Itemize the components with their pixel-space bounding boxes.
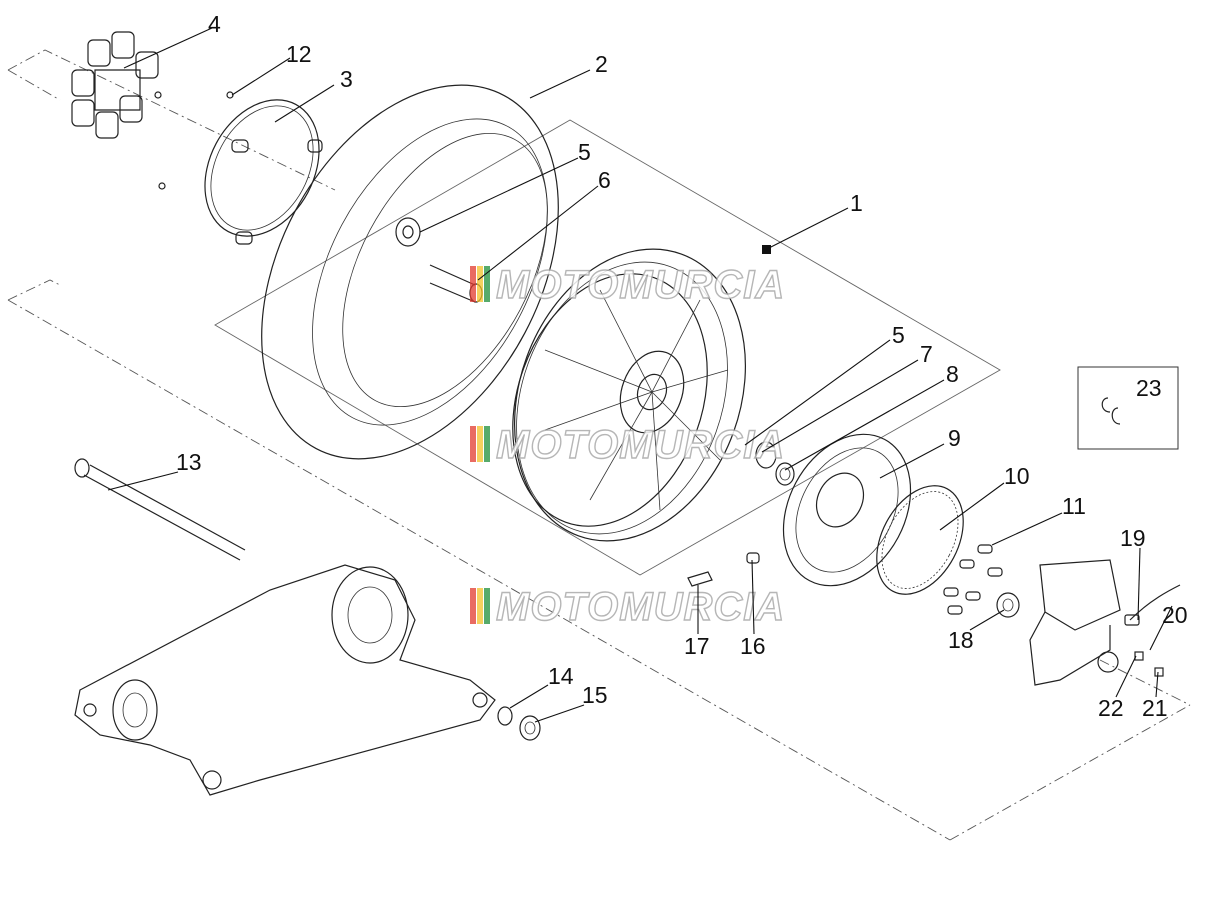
watermark-text: MOTOMURCIA [496,423,785,467]
part-label-20: 20 [1162,602,1188,628]
part-label-8: 8 [946,361,959,387]
part-label-1: 1 [850,190,863,216]
small-parts-lower [497,552,760,741]
swingarm [74,564,496,796]
axle-spacer [395,217,483,303]
watermark-stamp: MOTOMURCIA [470,422,785,468]
watermark-stripe [484,426,490,462]
part-label-13: 13 [176,449,202,475]
part-label-7: 7 [920,341,933,367]
part-label-3: 3 [340,66,353,92]
part-label-23: 23 [1136,375,1162,401]
part-label-15: 15 [582,682,608,708]
part-label-2: 2 [595,51,608,77]
disc-bolts [943,544,1003,615]
part-label-14: 14 [548,663,574,689]
cush-drive-rubbers [71,31,234,190]
abs-tone-ring [876,485,964,595]
part-label-10: 10 [1004,463,1030,489]
wheel-axle [74,458,246,561]
inset-box-23 [1077,366,1179,450]
watermark-text: MOTOMURCIA [496,263,785,307]
part-label-9: 9 [948,425,961,451]
part-label-17: 17 [684,633,710,659]
tyre [261,84,559,460]
part-label-5a: 5 [578,139,591,165]
watermark-stamp: MOTOMURCIA [470,262,785,308]
watermark-stripe [477,588,483,624]
part-labels: 1 2 3 4 5 5 6 7 8 9 10 11 12 13 14 15 16… [176,11,1188,721]
sprocket-ring [204,99,323,245]
part-label-19: 19 [1120,525,1146,551]
watermark-text: MOTOMURCIA [496,585,785,629]
watermarks: MOTOMURCIA MOTOMURCIA MOTOMURCIA [470,262,785,630]
watermark-stripe [484,266,490,302]
part-label-16: 16 [740,633,766,659]
watermark-stripe [470,266,476,302]
brake-disc [782,433,912,587]
part-label-22: 22 [1098,695,1124,721]
part-label-21: 21 [1142,695,1168,721]
circlips-right [755,441,795,486]
part-label-6: 6 [598,167,611,193]
watermark-stripe [470,588,476,624]
part-label-4: 4 [208,11,221,37]
watermark-stripe [477,266,483,302]
watermark-stripe [470,426,476,462]
spacer-18 [996,592,1020,618]
brake-caliper [1029,559,1181,686]
assembly-frames [7,49,1191,841]
watermark-stamp: MOTOMURCIA [470,584,785,630]
watermark-stripe [477,426,483,462]
part-label-12: 12 [286,41,312,67]
part-label-18: 18 [948,627,974,653]
watermark-stripe [484,588,490,624]
part-label-11: 11 [1062,493,1086,519]
part-label-5b: 5 [892,322,905,348]
leader-lines [107,27,1173,723]
